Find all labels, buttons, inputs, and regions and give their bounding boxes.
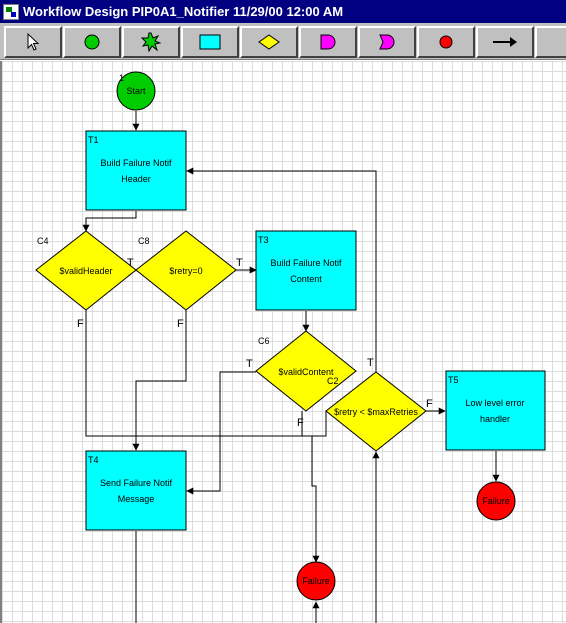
end-node-1[interactable]: Failure [296,561,336,601]
start-node-tag: 1 [119,73,124,83]
pointer-icon [27,33,40,51]
edge-label-c8-false: F [177,318,184,330]
task-t5-line2: handler [480,414,510,424]
edge-label-c2-false: F [426,398,433,410]
edge-c8-false-to-t4 [132,310,187,451]
condition-c6-label: $validContent [278,367,334,377]
arrow-icon [493,37,517,47]
magenta-notched-node-icon [379,34,395,50]
start-node-label: Start [126,86,146,96]
edge-c6-true-to-t4 [186,371,256,495]
start-node[interactable]: 1 Start [116,71,156,111]
star-node-tool-button[interactable] [122,26,180,58]
condition-c8-tag: C8 [138,236,150,246]
task-t4-tag: T4 [88,455,99,465]
star-node-icon [141,32,161,52]
condition-node-c6[interactable]: C6 $validContent [255,330,357,412]
condition-node-icon [258,34,280,50]
edge-c4-false-to-end [85,310,320,563]
condition-node-c4[interactable]: C4 $validHeader [35,230,137,311]
task-node-t5[interactable]: T5 Low level error handler [445,370,546,451]
condition-node-tool-button[interactable] [240,26,298,58]
condition-node-c2[interactable]: C2 $retry < $maxRetries [325,371,427,452]
condition-c6-tag: C6 [258,336,270,346]
end-node-tool-button[interactable] [417,26,475,58]
edge-c2-retry-to-t1 [186,167,377,372]
toolbar-overflow-button[interactable] [535,26,566,58]
start-node-tool-button[interactable] [63,26,121,58]
edge-label-c6-true: T [246,358,253,370]
task-t5-tag: T5 [448,375,459,385]
condition-c4-label: $validHeader [59,266,112,276]
condition-c2-tag: C2 [327,376,339,386]
start-node-icon [84,34,100,50]
condition-c4-tag: C4 [37,236,49,246]
task-t1-line1: Build Failure Notif [100,158,172,168]
task-t5-line1: Low level error [465,398,524,408]
window-title: Workflow Design PIP0A1_Notifier 11/29/00… [23,4,344,19]
task-t1-line2: Header [121,174,151,184]
app-icon [3,3,19,20]
edge-labels: T F T F T F T F [77,257,433,429]
edge-label-c4-false: F [77,318,84,330]
task-t3-line2: Content [290,274,322,284]
workflow-diagram: 1 Start T1 Build Failure Notif Header T3… [35,71,546,623]
end-node-2[interactable]: Failure [476,481,516,521]
arrow-tool-button[interactable] [476,26,534,58]
task-t3-line1: Build Failure Notif [270,258,342,268]
toolbar [0,24,566,60]
connectors [82,111,500,623]
condition-c2-label: $retry < $maxRetries [334,407,418,417]
task-t3-tag: T3 [258,235,269,245]
edge-label-c4-true: T [127,257,134,269]
end-node-icon [439,35,453,49]
title-bar: Workflow Design PIP0A1_Notifier 11/29/00… [0,0,566,24]
end-node-2-label: Failure [482,496,510,506]
task-node-tool-button[interactable] [181,26,239,58]
pointer-tool-button[interactable] [4,26,62,58]
edge-label-c8-true: T [236,257,243,269]
task-node-t1[interactable]: T1 Build Failure Notif Header [85,130,187,211]
edge-t1-to-c4 [82,211,137,232]
edge-c6-false-to-c2 [301,411,327,437]
task-t4-line1: Send Failure Notif [100,478,173,488]
task-node-t3[interactable]: T3 Build Failure Notif Content [255,230,357,311]
task-node-icon [199,34,221,50]
edge-label-c2-true: T [367,357,374,369]
edge-label-c6-false: F [297,417,304,429]
condition-c8-label: $retry=0 [169,266,202,276]
end-node-1-label: Failure [302,576,330,586]
workflow-canvas[interactable]: 1 Start T1 Build Failure Notif Header T3… [0,61,566,623]
task-node-t4[interactable]: T4 Send Failure Notif Message [85,450,187,531]
task-t1-tag: T1 [88,135,99,145]
task-t4-line2: Message [118,494,155,504]
magenta-d-node-icon [320,34,336,50]
magenta-notched-node-tool-button[interactable] [358,26,416,58]
condition-node-c8[interactable]: C8 $retry=0 [135,230,237,311]
magenta-d-node-tool-button[interactable] [299,26,357,58]
